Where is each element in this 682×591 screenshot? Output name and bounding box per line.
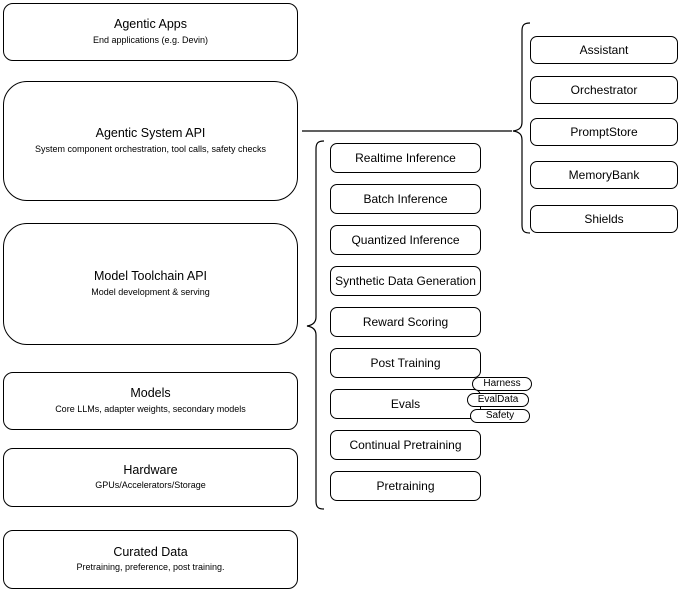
node-subtitle: Core LLMs, adapter weights, secondary mo… [55, 403, 246, 414]
node-title: Agentic System API [95, 126, 206, 141]
node-quantized-inference: Quantized Inference [330, 225, 481, 255]
tag-harness: Harness [472, 377, 532, 391]
node-memorybank: MemoryBank [530, 161, 678, 189]
node-continual-pretraining: Continual Pretraining [330, 430, 481, 460]
node-synthetic-data-generation: Synthetic Data Generation [330, 266, 481, 296]
node-subtitle: GPUs/Accelerators/Storage [95, 480, 206, 491]
tag-safety: Safety [470, 409, 530, 423]
node-title: Hardware [123, 462, 178, 477]
node-shields: Shields [530, 205, 678, 233]
node-subtitle: Model development & serving [91, 286, 210, 297]
node-models: Models Core LLMs, adapter weights, secon… [3, 372, 298, 430]
node-subtitle: Pretraining, preference, post training. [76, 562, 225, 573]
tag-evaldata: EvalData [467, 393, 529, 407]
middle-curly-brace [306, 140, 325, 510]
node-title: Model Toolchain API [93, 269, 208, 284]
node-realtime-inference: Realtime Inference [330, 143, 481, 173]
node-batch-inference: Batch Inference [330, 184, 481, 214]
node-curated-data: Curated Data Pretraining, preference, po… [3, 530, 298, 589]
node-title: Models [130, 386, 171, 401]
node-orchestrator: Orchestrator [530, 76, 678, 104]
node-promptstore: PromptStore [530, 118, 678, 146]
node-post-training: Post Training [330, 348, 481, 378]
node-agentic-apps: Agentic Apps End applications (e.g. Devi… [3, 3, 298, 61]
node-model-toolchain-api: Model Toolchain API Model development & … [3, 223, 298, 345]
node-agentic-system-api: Agentic System API System component orch… [3, 81, 298, 201]
node-pretraining: Pretraining [330, 471, 481, 501]
node-evals: Evals [330, 389, 481, 419]
node-hardware: Hardware GPUs/Accelerators/Storage [3, 448, 298, 507]
node-title: Curated Data [113, 544, 188, 559]
right-curly-brace [512, 22, 531, 234]
node-assistant: Assistant [530, 36, 678, 64]
node-subtitle: End applications (e.g. Devin) [92, 34, 209, 45]
node-title: Agentic Apps [114, 17, 187, 32]
node-subtitle: System component orchestration, tool cal… [34, 143, 267, 154]
node-reward-scoring: Reward Scoring [330, 307, 481, 337]
